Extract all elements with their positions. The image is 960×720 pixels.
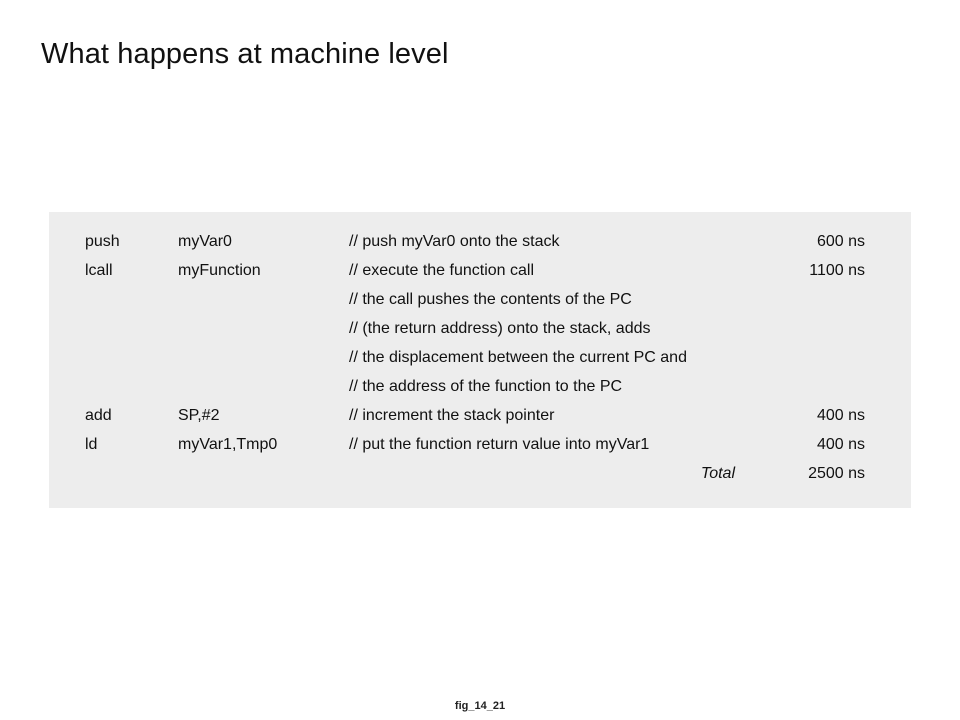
instruction-opcode: push	[85, 233, 120, 250]
instruction-operand: myVar1,Tmp0	[178, 436, 278, 453]
instruction-comment: // the address of the function to the PC	[349, 378, 623, 395]
code-row: // the displacement between the current …	[49, 343, 911, 372]
instruction-opcode: add	[85, 407, 112, 424]
total-label: Total	[700, 465, 735, 482]
figure-caption: fig_14_21	[454, 700, 506, 712]
code-row: // the address of the function to the PC	[49, 372, 911, 401]
instruction-time: 400 ns	[816, 407, 865, 424]
page-title: What happens at machine level	[41, 38, 449, 70]
instruction-operand: SP,#2	[178, 407, 220, 424]
instruction-operand: myVar0	[178, 233, 232, 250]
total-row: Total 2500 ns	[49, 459, 911, 488]
code-listing-panel: push myVar0 // push myVar0 onto the stac…	[49, 212, 911, 508]
code-row: // (the return address) onto the stack, …	[49, 314, 911, 343]
code-row: add SP,#2 // increment the stack pointer…	[49, 401, 911, 430]
instruction-comment: // execute the function call	[349, 262, 534, 279]
instruction-comment: // push myVar0 onto the stack	[349, 233, 560, 250]
code-row: ld myVar1,Tmp0 // put the function retur…	[49, 430, 911, 459]
instruction-time: 1100 ns	[809, 262, 865, 279]
code-row: // the call pushes the contents of the P…	[49, 285, 911, 314]
instruction-comment: // increment the stack pointer	[349, 407, 555, 424]
instruction-time: 400 ns	[816, 436, 865, 453]
code-row: lcall myFunction // execute the function…	[49, 256, 911, 285]
instruction-comment: // the call pushes the contents of the P…	[349, 291, 632, 308]
total-time: 2500 ns	[808, 465, 865, 482]
instruction-time: 600 ns	[816, 233, 865, 250]
instruction-comment: // put the function return value into my…	[349, 436, 650, 453]
instruction-comment: // (the return address) onto the stack, …	[349, 320, 651, 337]
instruction-comment: // the displacement between the current …	[349, 349, 687, 366]
instruction-opcode: ld	[85, 436, 98, 453]
instruction-opcode: lcall	[85, 262, 113, 279]
code-row: push myVar0 // push myVar0 onto the stac…	[49, 227, 911, 256]
instruction-operand: myFunction	[178, 262, 261, 279]
